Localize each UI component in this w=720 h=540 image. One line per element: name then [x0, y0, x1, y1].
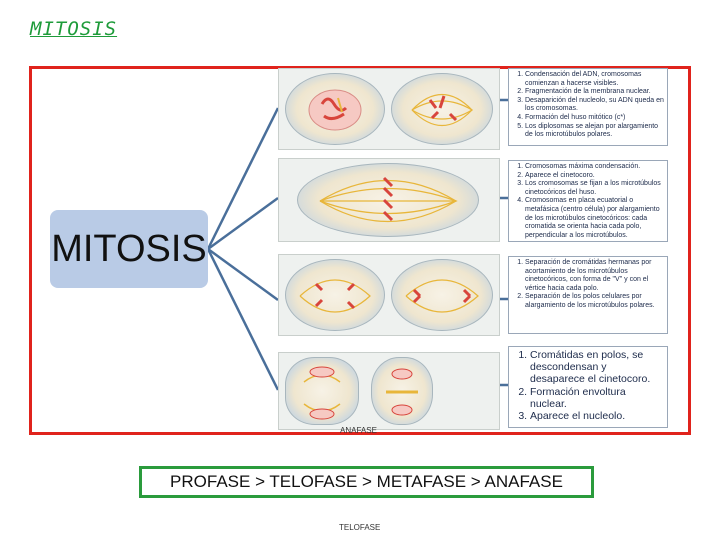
- note-item: Cromosomas máxima condensación.: [525, 163, 664, 172]
- cell-illustration: [391, 73, 493, 145]
- phase-caption-anafase: ANAFASE: [340, 426, 377, 435]
- connector-line: [208, 249, 278, 390]
- cell-image-phase-3: [278, 254, 500, 336]
- cell-illustration: [285, 259, 385, 331]
- note-item: Fragmentación de la membrana nuclear.: [525, 88, 664, 97]
- mitosis-root-node: MITOSIS: [50, 210, 208, 288]
- note-item: Los diplosomas se alejan por alargamient…: [525, 123, 664, 140]
- note-item: Aparece el cinetocoro.: [525, 172, 664, 181]
- cell-illustration: [285, 357, 359, 425]
- note-item: Separación de los polos celulares por al…: [525, 293, 664, 310]
- cell-image-phase-2: [278, 158, 500, 242]
- note-item: Desaparición del nucleolo, su ADN queda …: [525, 97, 664, 114]
- cell-illustration: [391, 259, 493, 331]
- note-item: Separación de cromátidas hermanas por ac…: [525, 259, 664, 293]
- connector-line: [208, 249, 278, 300]
- note-item: Cromosomas en placa ecuatorial o metafás…: [525, 197, 664, 240]
- connector-line: [208, 198, 278, 249]
- cell-image-phase-1: [278, 68, 500, 150]
- cell-illustration: [371, 357, 433, 425]
- phase-2-notes: Cromosomas máxima condensación. Aparece …: [508, 160, 668, 242]
- note-item: Aparece el nucleolo.: [530, 410, 664, 422]
- cell-image-phase-4: [278, 352, 500, 430]
- cell-illustration: [297, 163, 479, 237]
- phase-4-notes: Cromátidas en polos, se descondensan y d…: [508, 346, 668, 428]
- note-item: Formación envoltura nuclear.: [530, 386, 664, 410]
- note-item: Cromátidas en polos, se descondensan y d…: [530, 349, 664, 386]
- phase-3-notes: Separación de cromátidas hermanas por ac…: [508, 256, 668, 334]
- phase-caption-telofase: TELOFASE: [339, 523, 380, 532]
- note-item: Condensación del ADN, cromosomas comienz…: [525, 71, 664, 88]
- phase-sequence-answer: PROFASE > TELOFASE > METAFASE > ANAFASE: [139, 466, 594, 498]
- connector-line: [208, 108, 278, 249]
- cell-illustration: [285, 73, 385, 145]
- note-item: Los cromosomas se fijan a los microtúbul…: [525, 180, 664, 197]
- phase-1-notes: Condensación del ADN, cromosomas comienz…: [508, 68, 668, 146]
- note-item: Formación del huso mitótico (c*): [525, 114, 664, 123]
